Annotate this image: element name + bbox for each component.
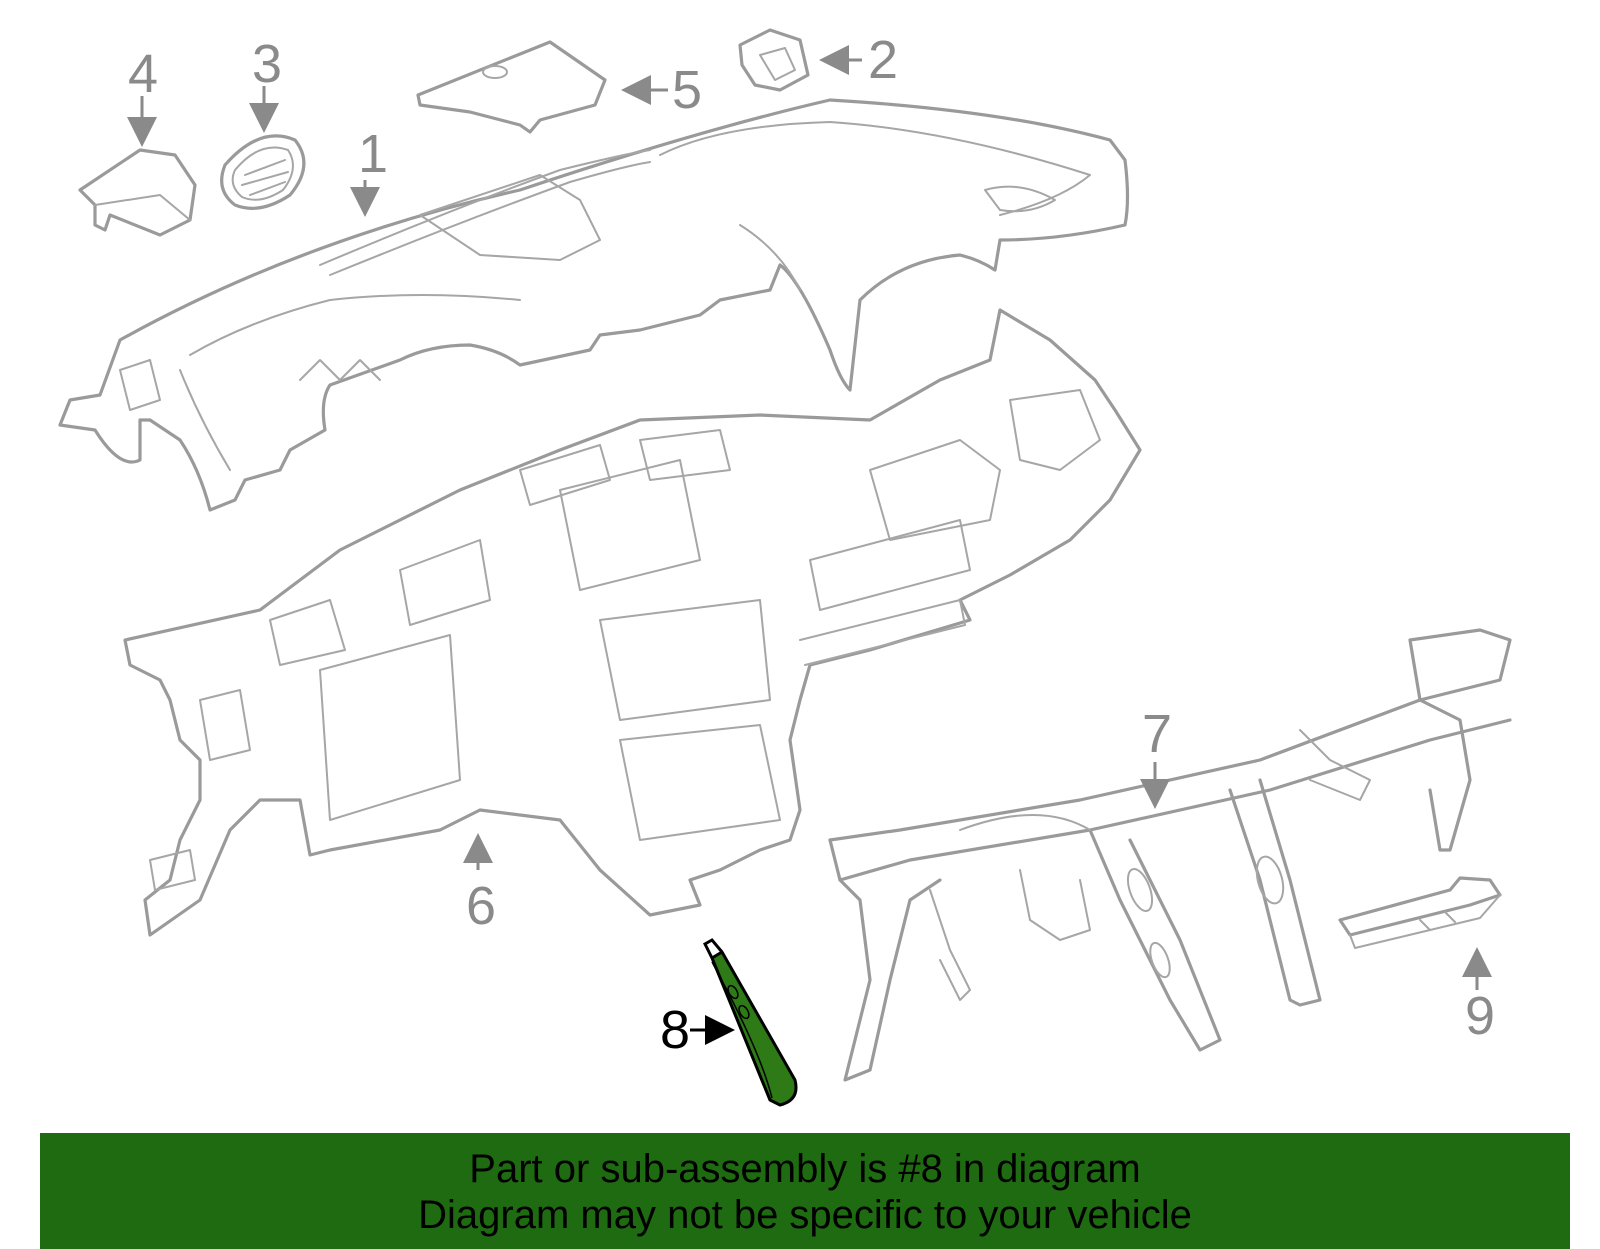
callout-label-8: 8 [660, 1000, 690, 1060]
part-2-vent [738, 28, 810, 92]
part-7-cross-beam [828, 628, 1512, 1082]
callout-label-2: 2 [868, 30, 898, 90]
callout-label-4: 4 [128, 44, 158, 104]
callout-label-7: 7 [1142, 704, 1172, 764]
part-5-cover-panel [416, 40, 607, 134]
banner-line-disclaimer: Diagram may not be specific to your vehi… [418, 1193, 1192, 1237]
part-9-bracket [1338, 876, 1502, 949]
callout-label-5: 5 [672, 60, 702, 120]
info-banner: Part or sub-assembly is #8 in diagram Di… [40, 1133, 1570, 1249]
part-1-instrument-panel [58, 98, 1130, 512]
part-3-air-vent [220, 134, 306, 210]
part-8-brace [703, 938, 798, 1107]
part-4-end-cap [78, 148, 197, 237]
callout-label-9: 9 [1465, 986, 1495, 1046]
banner-line-part-number: Part or sub-assembly is #8 in diagram [469, 1147, 1141, 1191]
callout-label-1: 1 [358, 124, 388, 184]
part-6-carrier [123, 308, 1142, 937]
callout-label-6: 6 [466, 876, 496, 936]
callout-label-3: 3 [252, 34, 282, 94]
